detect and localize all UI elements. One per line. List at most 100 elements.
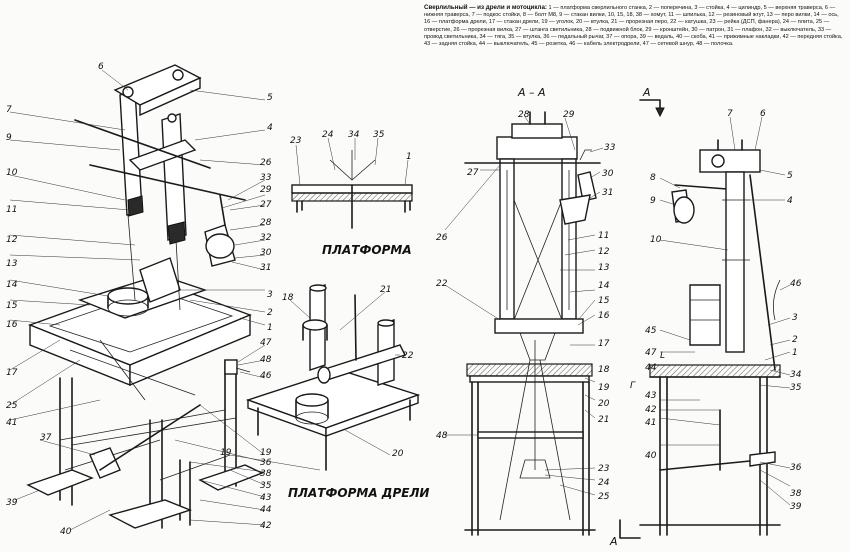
label-7: 7 xyxy=(6,105,12,115)
label-37: 37 xyxy=(40,433,52,443)
side-view: А А xyxy=(609,86,791,548)
side-label-39: 39 xyxy=(790,502,802,512)
label-31: 31 xyxy=(260,263,271,273)
drill-label-20: 20 xyxy=(392,449,404,459)
labels-drill: 18 21 22 19 20 ПЛАТФОРМА ДРЕЛИ xyxy=(220,285,429,500)
label-1: 1 xyxy=(267,323,273,333)
labels-side: 7 6 5 4 8 9 10 46 3 45 2 47 1 34 35 44 4… xyxy=(645,109,802,512)
side-label-9: 9 xyxy=(650,196,656,206)
platform-detail xyxy=(291,137,413,229)
labels-platform: 23 24 34 35 1 ПЛАТФОРМА xyxy=(290,130,412,257)
label-39: 39 xyxy=(6,498,18,508)
side-label-47: 47 xyxy=(645,348,657,358)
label-15: 15 xyxy=(6,301,18,311)
label-43: 43 xyxy=(260,493,272,503)
sec-label-14: 14 xyxy=(598,281,610,291)
side-label-41: 41 xyxy=(645,418,656,428)
arrow-label-top: А xyxy=(642,86,651,99)
drill-label-19: 19 xyxy=(220,448,232,458)
sec-label-13: 13 xyxy=(598,263,610,273)
platform-title: ПЛАТФОРМА xyxy=(322,243,412,257)
isometric-drill-stand xyxy=(26,64,264,529)
side-label-43: 43 xyxy=(645,391,657,401)
plat-label-34: 34 xyxy=(348,130,360,140)
label-9: 9 xyxy=(6,133,12,143)
leaders-left xyxy=(9,69,266,531)
label-26: 26 xyxy=(260,158,272,168)
side-label-2: 2 xyxy=(792,335,798,345)
label-25: 25 xyxy=(6,401,18,411)
label-3: 3 xyxy=(267,290,273,300)
label-35: 35 xyxy=(260,481,272,491)
label-38: 38 xyxy=(260,469,272,479)
sec-label-30: 30 xyxy=(602,169,614,179)
caption-title: Сверлильный — из дрели и мотоцикла: xyxy=(424,4,547,11)
label-2: 2 xyxy=(267,308,273,318)
side-label-8: 8 xyxy=(650,173,656,183)
svg-text:Г: Г xyxy=(630,381,636,391)
plat-label-23: 23 xyxy=(290,136,302,146)
label-36: 36 xyxy=(260,458,272,468)
label-30: 30 xyxy=(260,248,272,258)
sec-label-20: 20 xyxy=(598,399,610,409)
sec-label-25: 25 xyxy=(598,492,610,502)
section-a-a: А – А xyxy=(444,86,604,536)
section-title: А – А xyxy=(517,86,546,99)
drill-platform-detail xyxy=(229,284,421,471)
label-4: 4 xyxy=(267,123,273,133)
sec-label-18: 18 xyxy=(598,365,610,375)
sec-label-31: 31 xyxy=(602,188,613,198)
side-label-1: 1 xyxy=(792,348,798,358)
side-label-10: 10 xyxy=(650,235,662,245)
label-42: 42 xyxy=(260,521,272,531)
label-33: 33 xyxy=(260,173,272,183)
sec-label-23: 23 xyxy=(598,464,610,474)
sec-label-21: 21 xyxy=(598,415,609,425)
side-label-5: 5 xyxy=(787,171,793,181)
label-5: 5 xyxy=(267,93,273,103)
sec-label-27: 27 xyxy=(467,168,479,178)
label-44: 44 xyxy=(260,505,272,515)
plat-label-24: 24 xyxy=(322,130,334,140)
side-label-6: 6 xyxy=(760,109,766,119)
labels-section: 28 29 33 27 30 31 26 11 12 13 14 22 15 1… xyxy=(436,110,616,502)
label-32: 32 xyxy=(260,233,272,243)
label-47: 47 xyxy=(260,338,272,348)
label-11: 11 xyxy=(6,205,17,215)
sec-label-28: 28 xyxy=(518,110,530,120)
sec-label-15: 15 xyxy=(598,296,610,306)
drill-label-18: 18 xyxy=(282,293,294,303)
plat-label-1: 1 xyxy=(406,152,412,162)
label-27: 27 xyxy=(260,200,272,210)
sec-label-19: 19 xyxy=(598,383,610,393)
label-12: 12 xyxy=(6,235,18,245)
label-28: 28 xyxy=(260,218,272,228)
arrow-label-bottom: А xyxy=(609,535,618,548)
label-19: 19 xyxy=(260,448,272,458)
label-17: 17 xyxy=(6,368,18,378)
sec-label-33: 33 xyxy=(604,143,616,153)
label-13: 13 xyxy=(6,259,18,269)
side-label-46: 46 xyxy=(790,279,802,289)
sec-label-48: 48 xyxy=(436,431,448,441)
sec-label-22: 22 xyxy=(436,279,448,289)
figure-caption: Сверлильный — из дрели и мотоцикла: 1 — … xyxy=(424,4,844,48)
labels-left: 6 5 7 4 9 26 33 29 10 27 11 28 12 32 13 … xyxy=(6,62,273,537)
label-16: 16 xyxy=(6,320,18,330)
side-label-7: 7 xyxy=(727,109,733,119)
label-46: 46 xyxy=(260,371,272,381)
sec-label-24: 24 xyxy=(598,478,610,488)
side-label-35: 35 xyxy=(790,383,802,393)
sec-label-26: 26 xyxy=(436,233,448,243)
side-label-38: 38 xyxy=(790,489,802,499)
drill-platform-title: ПЛАТФОРМА ДРЕЛИ xyxy=(288,486,429,500)
sec-label-29: 29 xyxy=(563,110,575,120)
label-29: 29 xyxy=(260,185,272,195)
sec-label-16: 16 xyxy=(598,311,610,321)
sec-label-12: 12 xyxy=(598,247,610,257)
label-6: 6 xyxy=(98,62,104,72)
sec-label-11: 11 xyxy=(598,231,609,241)
side-label-45: 45 xyxy=(645,326,657,336)
